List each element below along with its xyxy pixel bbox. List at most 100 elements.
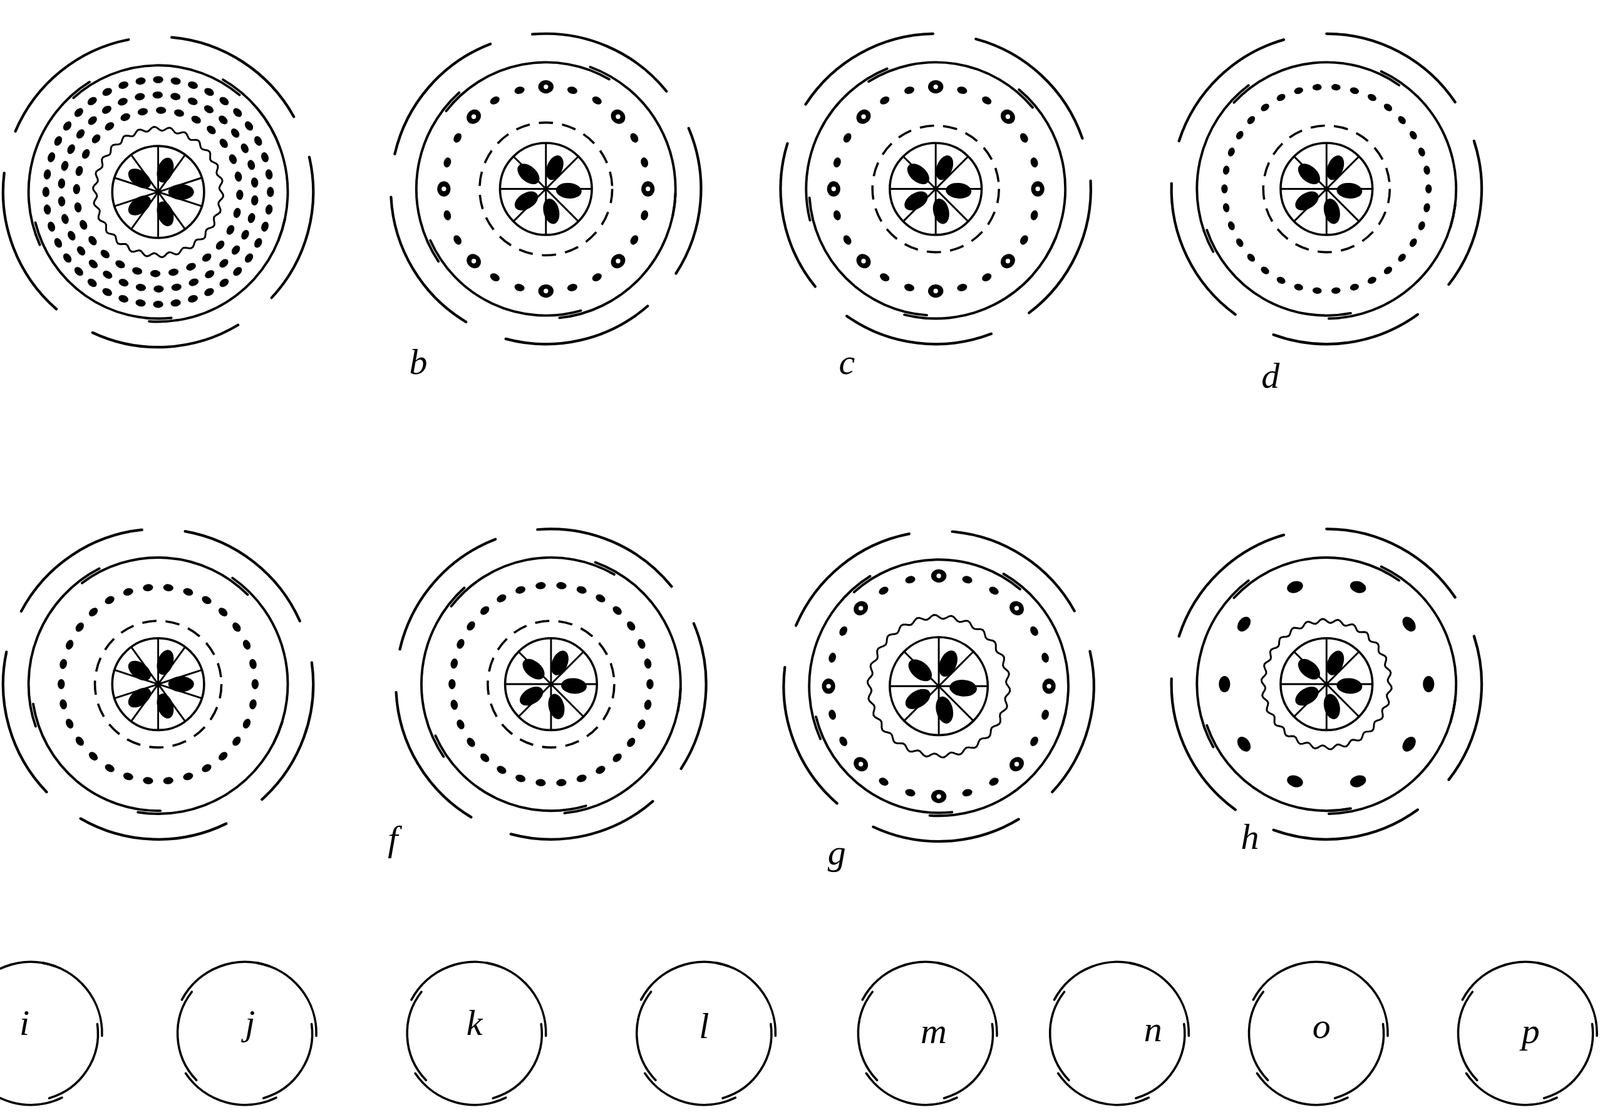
stamen-mark	[615, 258, 620, 264]
bud-arc	[1544, 1023, 1594, 1098]
stamen-mark	[495, 592, 508, 604]
stamen-mark	[640, 156, 650, 169]
stamen-mark	[203, 268, 217, 280]
stamen-mark	[594, 763, 607, 776]
stamen-mark	[1006, 753, 1027, 775]
ovule-mark	[1321, 196, 1343, 226]
stamen-mark	[624, 619, 637, 632]
stamen-mark	[1396, 251, 1408, 264]
stamen-mark	[1331, 83, 1342, 91]
stamen-mark	[1040, 708, 1050, 721]
ovary-outline	[505, 638, 598, 731]
stamen-mark	[252, 236, 264, 250]
bud-arc	[645, 1072, 736, 1105]
petal-arc	[1196, 580, 1249, 748]
stamen-mark	[1006, 598, 1027, 619]
stamen-mark	[182, 586, 195, 597]
stamen-mark	[513, 282, 526, 292]
stamen-mark	[216, 605, 230, 618]
figure-letter: f	[387, 820, 398, 857]
stamen-mark	[827, 651, 838, 664]
bud-arc	[49, 1023, 99, 1098]
disc-outline	[95, 620, 222, 748]
stamen-mark	[851, 598, 872, 619]
stamen-mark	[170, 76, 182, 86]
stamen-mark	[858, 761, 863, 766]
stamen-mark	[538, 284, 554, 298]
disc-outline	[867, 614, 1010, 758]
petal-arc	[904, 237, 1056, 319]
stamen-mark	[61, 251, 74, 265]
stamen-mark	[535, 778, 547, 787]
septum-line	[518, 651, 552, 684]
petal-arc	[451, 557, 615, 607]
stamen-mark	[186, 80, 199, 91]
ovule-mark	[933, 694, 956, 726]
stamen-mark	[643, 698, 653, 711]
stamen-mark	[961, 574, 974, 585]
sepal-arc	[805, 33, 933, 105]
figure-letter: g	[827, 834, 847, 871]
ovule-mark	[510, 187, 542, 215]
stamen-mark	[103, 594, 116, 606]
ovary-outline	[889, 636, 988, 735]
stamen-mark	[448, 678, 456, 689]
stamen-mark	[259, 220, 270, 233]
stamen-mark	[241, 638, 252, 651]
stamen-mark	[1422, 164, 1431, 175]
stamen-mark	[837, 624, 850, 637]
septum-line	[513, 156, 547, 190]
sepal-arc	[185, 531, 300, 621]
stamen-mark	[61, 119, 74, 133]
stamen-mark	[1275, 92, 1287, 103]
stamen-mark	[103, 120, 116, 133]
stamen-mark	[1245, 251, 1257, 264]
stamen-mark	[877, 775, 890, 788]
stamen-mark	[229, 243, 242, 257]
bud-arc	[1335, 1023, 1384, 1098]
sepal-arc	[846, 315, 992, 344]
stamen-mark	[58, 658, 69, 670]
ovule-mark	[124, 683, 155, 711]
bud-arc	[1253, 961, 1341, 1000]
stamen-mark	[1348, 86, 1360, 96]
stamen-mark	[202, 103, 215, 115]
stamen-mark	[1348, 282, 1360, 292]
septum-line	[903, 156, 936, 190]
stamen-mark	[566, 85, 579, 95]
stamen-mark	[961, 787, 974, 798]
stamen-mark	[1417, 146, 1427, 158]
ovule-mark	[124, 164, 155, 193]
stamen-mark	[1408, 129, 1419, 141]
stamen-mark	[1028, 624, 1040, 637]
stamen-mark	[615, 114, 620, 119]
stamen-mark	[231, 106, 245, 119]
stamen-mark	[72, 184, 81, 195]
stamen-mark	[987, 775, 1001, 788]
ovule-mark	[518, 654, 548, 684]
stamen-mark	[933, 84, 939, 89]
disc-outline	[1263, 125, 1390, 252]
stamen-mark	[230, 620, 243, 634]
stamen-mark	[1222, 164, 1231, 175]
stamen-mark	[861, 258, 866, 264]
sepal-arc	[1171, 678, 1236, 810]
stamen-mark	[100, 103, 113, 116]
petal-arc	[1206, 725, 1351, 811]
stamen-mark	[1366, 92, 1378, 103]
stamen-mark	[936, 573, 941, 579]
ovule-mark	[154, 691, 177, 721]
stamen-mark	[514, 584, 527, 595]
sepal-arc	[394, 43, 491, 155]
stamen-mark	[590, 94, 604, 106]
stamen-mark	[90, 132, 103, 146]
petal-arc	[559, 193, 676, 319]
stamen-mark	[266, 186, 274, 197]
stamen-mark	[980, 94, 994, 106]
petal-arc	[416, 92, 460, 262]
bud-arc	[407, 991, 426, 1080]
stamen-mark	[641, 180, 655, 197]
ovule-mark	[1323, 152, 1348, 183]
stamen-mark	[825, 683, 831, 689]
stamen-mark	[170, 282, 183, 292]
